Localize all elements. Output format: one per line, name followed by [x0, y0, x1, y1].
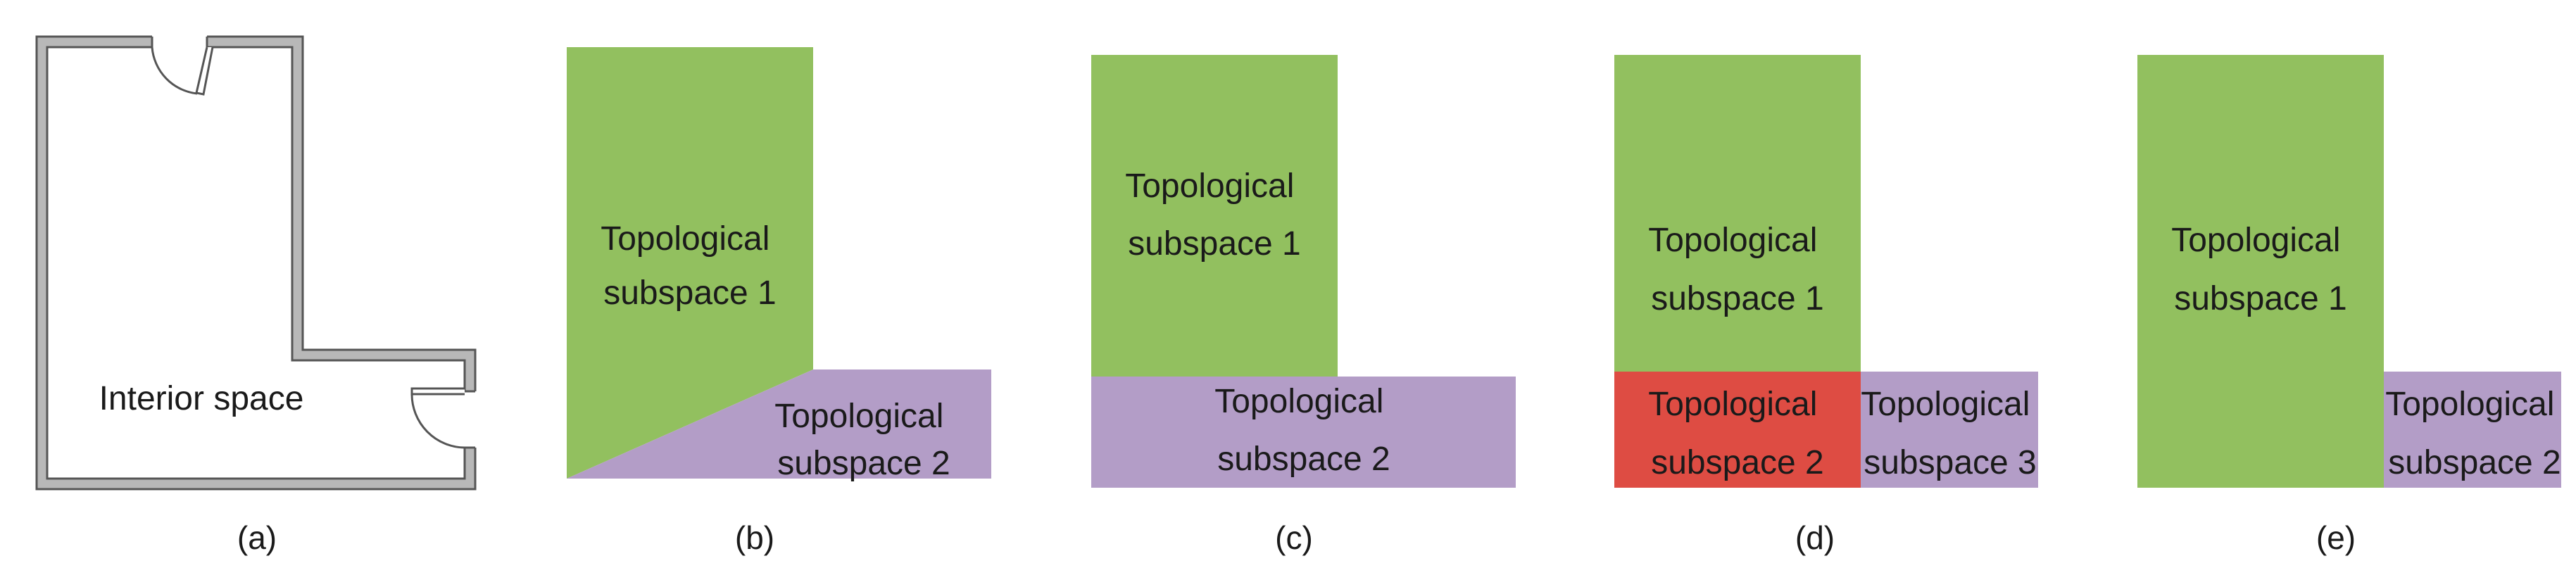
subspace-1-label: Topological subspace 1 — [1125, 168, 1304, 263]
subspace-2-label: Topological subspace 2 — [2385, 386, 2564, 481]
caption-c: (c) — [1275, 519, 1313, 556]
subspace-2-region — [2384, 372, 2561, 488]
subspace-1-region — [567, 47, 813, 479]
subspace-1-region — [2137, 55, 2384, 488]
caption-b: (b) — [735, 519, 774, 556]
subspace-3-region — [1861, 372, 2038, 488]
panel-d: Topological subspace 1 Topological subsp… — [1614, 55, 2040, 556]
caption-a: (a) — [237, 519, 277, 556]
panel-b: Topological subspace 1 Topological subsp… — [567, 47, 991, 556]
caption-e: (e) — [2316, 519, 2356, 556]
subspace-2-region — [567, 369, 991, 479]
floor-plan-walls — [35, 35, 477, 491]
right-door — [410, 387, 480, 449]
interior-space-label: Interior space — [99, 380, 304, 417]
subspace-2-region — [1091, 377, 1516, 488]
panel-c: Topological subspace 1 Topological subsp… — [1091, 55, 1516, 556]
subspace-1-label: Topological subspace 1 — [2171, 222, 2350, 317]
panel-e: Topological subspace 1 Topological subsp… — [2137, 55, 2564, 556]
caption-d: (d) — [1795, 519, 1835, 556]
subspace-1-region — [1614, 55, 1861, 372]
subspace-2-label: Topological subspace 2 — [1214, 383, 1393, 478]
subspace-1-region — [1091, 55, 1338, 377]
panel-a: Interior space (a) — [35, 34, 480, 556]
subspace-1-label: Topological subspace 1 — [1648, 222, 1827, 317]
wall-inner — [46, 46, 466, 480]
subspace-2-region — [1614, 372, 1861, 488]
top-door — [151, 34, 214, 96]
subspace-2-label: Topological subspace 2 — [774, 398, 953, 482]
subspace-1-label: Topological subspace 1 — [601, 220, 779, 312]
subspace-3-label: Topological subspace 3 — [1861, 386, 2040, 481]
subspace-2-label: Topological subspace 2 — [1648, 386, 1827, 481]
